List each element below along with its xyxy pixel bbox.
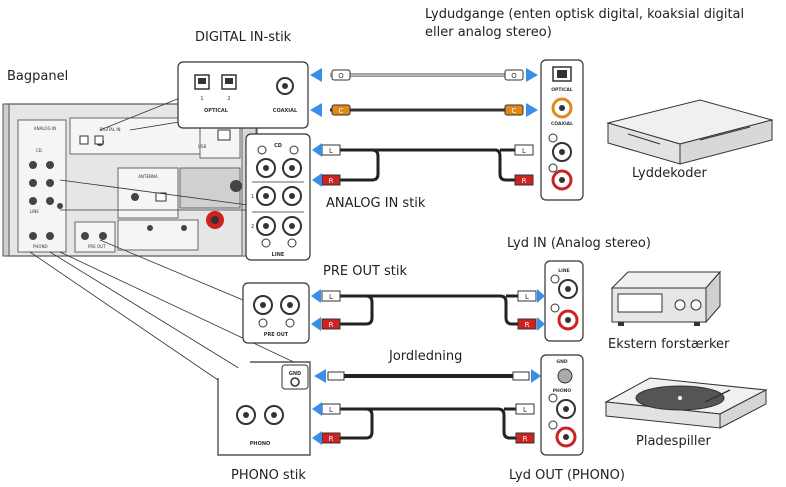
- pre-out-plugs: L R L R: [321, 290, 537, 330]
- coax-plug-left-text: C: [339, 107, 344, 115]
- analog-in-plugs: L R L R: [321, 144, 534, 186]
- label-phono-jack: PHONO stik: [231, 468, 306, 483]
- label-audio-out-phono: Lyd OUT (PHONO): [509, 468, 625, 483]
- optical-cable: O O: [330, 69, 524, 81]
- ph-plug-l-right: L: [523, 406, 527, 414]
- label-ground-wire: Jordledning: [389, 349, 463, 364]
- label-external-amp: Ekstern forstærker: [608, 337, 730, 352]
- amp-line-text: LINE: [558, 268, 569, 274]
- pre-out-zoom: PRE OUT: [242, 282, 310, 344]
- tt-phono-text: PHONO: [553, 388, 572, 394]
- label-rear-panel: Bagpanel: [7, 69, 69, 84]
- analog-in-zoom: CD 1 2 LINE: [245, 133, 311, 261]
- label-audio-out: Lydudgange (enten optisk digital, koaksi…: [425, 7, 745, 40]
- label-digital-in: DIGITAL IN-stik: [195, 30, 292, 45]
- phono-text: PHONO: [250, 441, 271, 447]
- analog-cd-text: CD: [274, 143, 282, 149]
- po-plug-r-left: R: [329, 321, 334, 329]
- preout-text: PRE OUT: [264, 332, 289, 338]
- decoder-device-icon: [606, 99, 774, 165]
- optical-plug-right-text: O: [511, 72, 517, 80]
- label-analog-in: ANALOG IN stik: [326, 196, 426, 211]
- phono-zoom: GND PHONO: [217, 361, 311, 456]
- ai-plug-r-left: R: [329, 177, 334, 185]
- ai-plug-l-right: L: [522, 147, 526, 155]
- digital-in-zoom: 1 2 OPTICAL COAXIAL: [177, 61, 309, 129]
- analog-in-cable: [338, 148, 520, 182]
- panel-cd-text: CD: [36, 148, 42, 153]
- panel-antenna-text: ANTENNA: [138, 174, 158, 179]
- phono-cable: [338, 407, 520, 440]
- digital-opt2-num: 2: [227, 96, 230, 102]
- amplifier-device-icon: [610, 270, 722, 326]
- ai-plug-r-right: R: [522, 177, 527, 185]
- phono-gnd-text: GND: [289, 371, 301, 377]
- amp-jack-panel: LINE: [544, 260, 584, 342]
- blue-arrows: [310, 68, 545, 445]
- optical-plug-left-text: O: [338, 72, 344, 80]
- label-decoder: Lyddekoder: [632, 166, 707, 181]
- label-pre-out-jack: PRE OUT stik: [323, 264, 408, 279]
- analog-line-text: LINE: [272, 252, 285, 258]
- digital-coaxial-text: COAXIAL: [273, 108, 298, 114]
- analog-row2-num: 2: [251, 224, 254, 230]
- po-plug-r-right: R: [525, 321, 530, 329]
- coaxial-cable: C C: [330, 104, 524, 116]
- decoder-coaxial-text: COAXIAL: [551, 121, 573, 127]
- po-plug-l-left: L: [329, 293, 333, 301]
- coax-plug-right-text: C: [512, 107, 517, 115]
- turntable-device-icon: [604, 377, 768, 429]
- digital-optical-text: OPTICAL: [204, 108, 229, 114]
- po-plug-l-right: L: [525, 293, 529, 301]
- panel-preout-text: PRE OUT: [88, 244, 106, 249]
- label-turntable: Pladespiller: [636, 434, 711, 449]
- decoder-jack-panel: OPTICAL COAXIAL: [540, 59, 584, 201]
- panel-digital-in-text: DIGITAL IN: [99, 127, 120, 132]
- ground-wire: [327, 371, 530, 381]
- label-audio-in: Lyd IN (Analog stereo): [507, 236, 651, 251]
- pre-out-cable: [338, 294, 522, 326]
- ph-plug-r-left: R: [329, 435, 334, 443]
- panel-usb-text: USB: [198, 144, 206, 149]
- analog-row1-num: 1: [251, 194, 254, 200]
- ai-plug-l-left: L: [329, 147, 333, 155]
- decoder-optical-text: OPTICAL: [551, 87, 573, 93]
- panel-line-text: LINE: [30, 209, 39, 214]
- ph-plug-l-left: L: [329, 406, 333, 414]
- tt-gnd-text: GND: [556, 359, 567, 365]
- digital-opt1-num: 1: [200, 96, 203, 102]
- panel-analog-in-text: ANALOG IN: [34, 126, 56, 131]
- ph-plug-r-right: R: [523, 435, 528, 443]
- panel-phono-text: PHONO: [33, 244, 48, 249]
- turntable-jack-panel: GND PHONO: [540, 354, 584, 456]
